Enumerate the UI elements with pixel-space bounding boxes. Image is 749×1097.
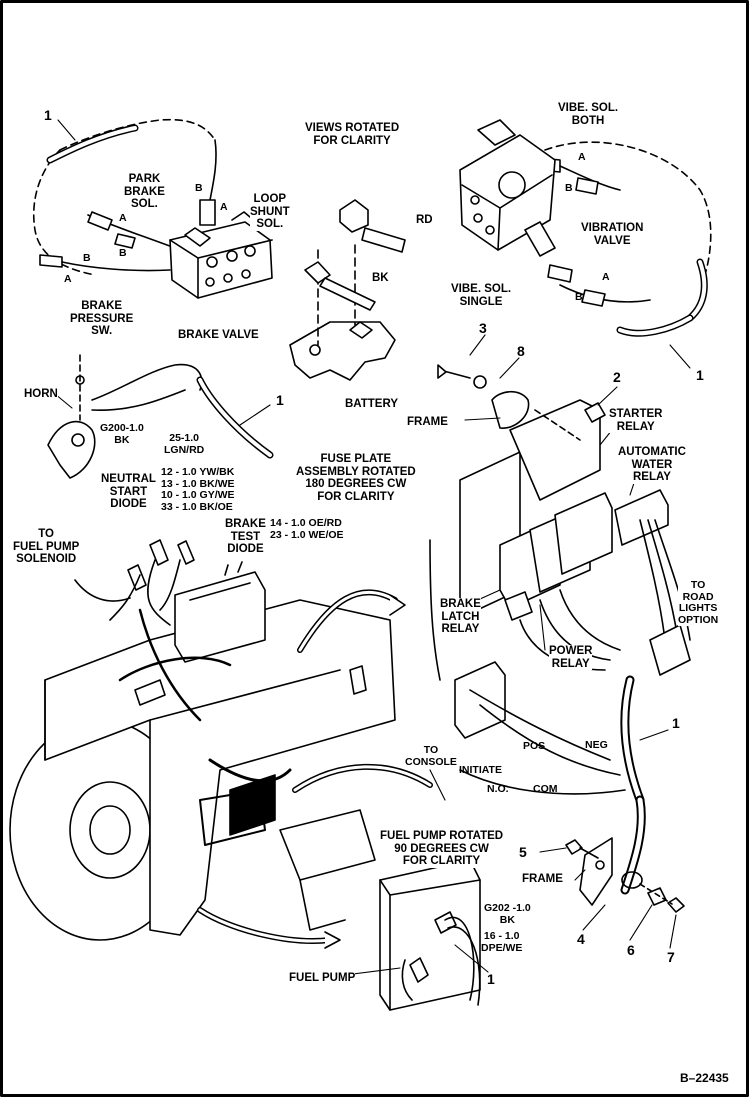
label-fuel-pump-rotated: FUEL PUMP ROTATED 90 DEGREES CW FOR CLAR…: [380, 830, 504, 868]
label-rd: RD: [416, 214, 433, 227]
label-fuel-pump-wire-g202: G202 -1.0 BK: [484, 902, 531, 926]
tag-b-2: B: [119, 247, 127, 259]
label-brake-pressure-sw: BRAKE PRESSURE SW.: [70, 300, 134, 338]
tag-b-3: B: [83, 252, 91, 264]
callout-3: 3: [479, 320, 487, 336]
label-loop-shunt-sol: LOOP SHUNT SOL.: [250, 193, 290, 231]
tag-b-4: B: [565, 182, 573, 194]
callout-5: 5: [519, 844, 527, 860]
label-to-console: TO CONSOLE: [405, 744, 457, 768]
callout-2: 2: [613, 369, 621, 385]
tag-a-1: A: [220, 201, 228, 213]
label-starter-relay: STARTER RELAY: [609, 408, 663, 433]
fuse-plate-detail: [429, 399, 691, 895]
label-horn: HORN: [24, 388, 58, 401]
tag-a-4: A: [578, 151, 586, 163]
label-neg: NEG: [585, 739, 608, 751]
figure-id: B–22435: [680, 1071, 729, 1085]
label-brake-diode-wires: 14 - 1.0 OE/RD 23 - 1.0 WE/OE: [270, 517, 344, 541]
label-horn-wire-g200: G200-1.0 BK: [100, 422, 144, 446]
label-neutral-start-diode: NEUTRAL START DIODE: [101, 473, 156, 511]
label-to-road-lights: TO ROAD LIGHTS OPTION: [678, 579, 719, 626]
label-fuse-plate-rotated: FUSE PLATE ASSEMBLY ROTATED 180 DEGREES …: [296, 453, 416, 503]
callout-8: 8: [517, 343, 525, 359]
callout-1-right-mid: 1: [672, 715, 680, 731]
label-frame-top: FRAME: [407, 416, 448, 429]
callout-1-top-left: 1: [44, 107, 52, 123]
diodes: [74, 539, 195, 626]
label-bk: BK: [372, 272, 389, 285]
label-com: COM: [533, 783, 558, 795]
label-no: N.O.: [487, 783, 509, 795]
label-to-fuel-pump-solenoid: TO FUEL PUMP SOLENOID: [13, 528, 80, 566]
label-vibration-valve: VIBRATION VALVE: [581, 222, 644, 247]
brake-harness: [32, 118, 273, 299]
label-vibe-sol-single: VIBE. SOL. SINGLE: [451, 283, 512, 308]
battery-detail: [289, 199, 406, 381]
label-automatic-water-relay: AUTOMATIC WATER RELAY: [618, 446, 686, 484]
label-battery: BATTERY: [345, 398, 399, 411]
callout-4: 4: [577, 931, 585, 947]
label-power-relay: POWER RELAY: [549, 645, 593, 670]
frame-bracket-detail: [565, 837, 685, 913]
callout-1-horn: 1: [276, 392, 284, 408]
tag-a-3: A: [64, 273, 72, 285]
label-pos: POS: [523, 740, 546, 752]
label-brake-valve: BRAKE VALVE: [178, 329, 259, 342]
label-views-rotated: VIEWS ROTATED FOR CLARITY: [305, 122, 400, 147]
label-neutral-diode-wires: 12 - 1.0 YW/BK 13 - 1.0 BK/WE 10 - 1.0 G…: [161, 466, 235, 513]
label-fuel-pump-wire-16: 16 - 1.0 DPE/WE: [481, 930, 523, 954]
label-horn-wire-25: 25-1.0 LGN/RD: [164, 432, 205, 456]
label-initiate: INITIATE: [459, 764, 502, 776]
tag-a-5: A: [602, 271, 610, 283]
fuel-pump-detail: [379, 859, 481, 1011]
tag-a-2: A: [119, 212, 127, 224]
label-brake-latch-relay: BRAKE LATCH RELAY: [440, 598, 481, 636]
tag-b-1: B: [195, 182, 203, 194]
label-fuel-pump: FUEL PUMP: [289, 972, 356, 985]
label-brake-test-diode: BRAKE TEST DIODE: [225, 518, 266, 556]
tag-b-5: B: [575, 291, 583, 303]
label-park-brake-sol: PARK BRAKE SOL.: [124, 173, 165, 211]
callout-7: 7: [667, 949, 675, 965]
callout-1-top-right: 1: [696, 367, 704, 383]
horn-detail: [47, 354, 274, 479]
callout-1-fuel-pump: 1: [487, 971, 495, 987]
label-frame-bottom: FRAME: [522, 873, 563, 886]
hardware-detail: [437, 364, 581, 441]
vibration-harness: [459, 119, 712, 337]
callout-6: 6: [627, 942, 635, 958]
label-vibe-sol-both: VIBE. SOL. BOTH: [558, 102, 619, 127]
machine-body: [9, 561, 433, 949]
leader-lines: [54, 119, 691, 976]
